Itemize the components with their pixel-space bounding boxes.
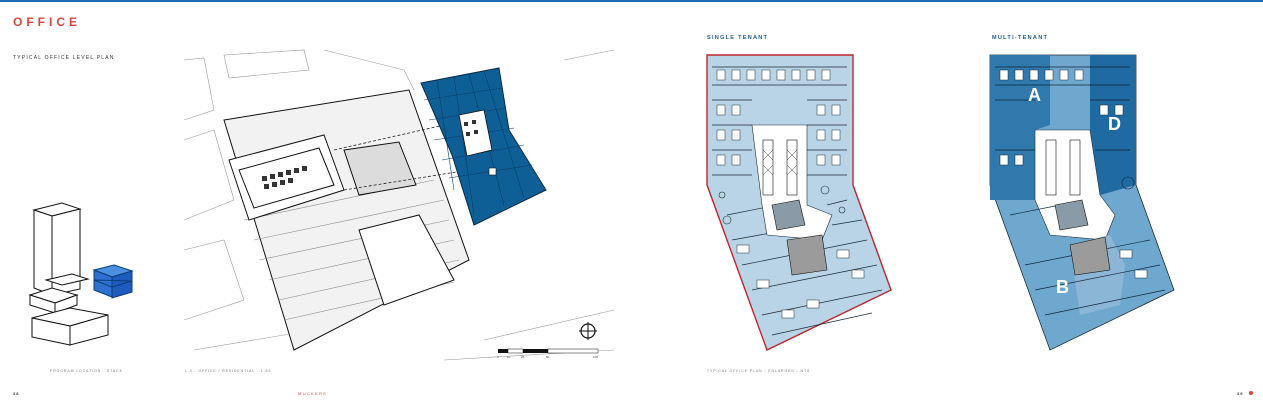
scale-label-0: 0	[497, 355, 499, 359]
page-subtitle: TYPICAL OFFICE LEVEL PLAN	[13, 55, 115, 61]
scale-label-1: 10	[507, 355, 511, 359]
stack-caption: PROGRAM LOCATION - STACK	[50, 369, 123, 373]
page-title: OFFICE	[13, 15, 81, 29]
page-marker-dot	[1249, 391, 1253, 395]
north-arrow-icon	[579, 322, 597, 340]
unit-label-b: B	[1056, 277, 1069, 297]
scale-label-4: 100	[593, 355, 598, 359]
multi-tenant-plan: A D B	[989, 54, 1175, 351]
footer-brand: MUCKERS	[298, 391, 328, 396]
stack-diagram	[28, 202, 134, 346]
page-number-left: 38	[13, 391, 20, 396]
scale-label-2: 25	[521, 355, 525, 359]
site-plan	[183, 49, 615, 361]
single-tenant-plan	[706, 54, 892, 351]
site-plan-caption: L.3 - OFFICE / RESIDENTIAL - 1:50	[185, 369, 272, 373]
multi-tenant-title: MULTI-TENANT	[992, 35, 1049, 41]
top-rule	[0, 0, 1263, 2]
scale-bar: 0 10 25 50 100	[497, 348, 598, 359]
scale-label-3: 50	[546, 355, 550, 359]
office-tower-plan	[420, 67, 547, 226]
single-tenant-caption: TYPICAL OFFICE PLAN - ENLARGED - NTS	[707, 369, 811, 373]
page-number-right: 39	[1237, 391, 1244, 396]
unit-label-a: A	[1028, 85, 1041, 105]
single-tenant-title: SINGLE TENANT	[707, 35, 769, 41]
unit-label-d: D	[1108, 114, 1121, 134]
